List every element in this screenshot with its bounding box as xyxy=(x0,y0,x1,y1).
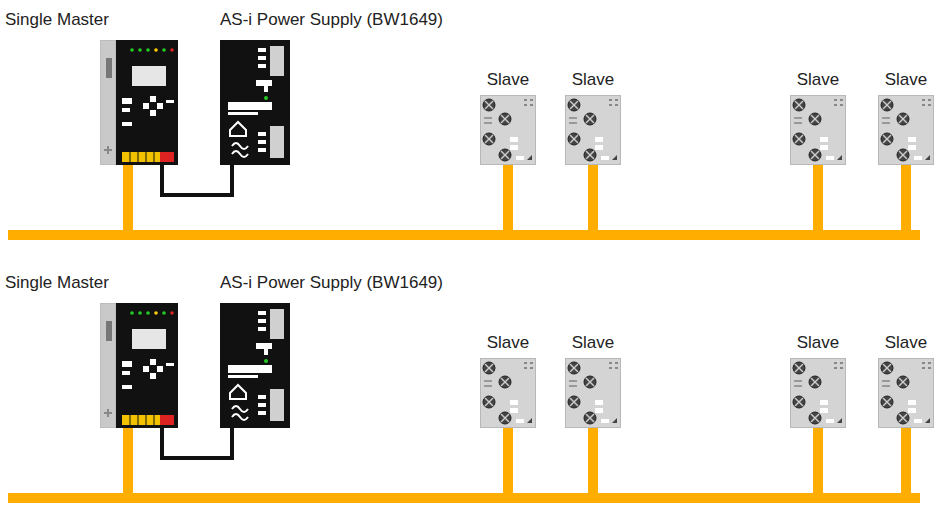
device-label: Slave xyxy=(878,70,934,90)
slave-module xyxy=(878,95,934,165)
slave-node: Slave xyxy=(480,333,536,428)
power-supply-device xyxy=(220,303,290,428)
slave-module xyxy=(790,358,846,428)
slave-module xyxy=(790,95,846,165)
device-label: Single Master xyxy=(5,10,178,30)
slave-node: Slave xyxy=(878,70,934,165)
device-holder xyxy=(878,95,934,165)
device-holder xyxy=(100,303,178,428)
device-label: Slave xyxy=(790,70,846,90)
master-device xyxy=(100,40,178,165)
power-wire xyxy=(162,165,232,195)
slave-node: Slave xyxy=(565,333,621,428)
bus-connector xyxy=(128,428,818,498)
slave-node: Slave xyxy=(565,70,621,165)
master-device xyxy=(100,303,178,428)
bus-connector xyxy=(128,165,818,235)
device-holder xyxy=(565,358,621,428)
bus-connector xyxy=(128,165,906,235)
bus-connector xyxy=(128,428,593,498)
device-holder xyxy=(220,40,443,165)
bus-connector xyxy=(128,428,906,498)
device-holder xyxy=(220,303,443,428)
device-holder xyxy=(480,95,536,165)
slave-module xyxy=(480,95,536,165)
device-label: Slave xyxy=(480,70,536,90)
power-supply-device xyxy=(220,40,290,165)
slave-node: Slave xyxy=(790,333,846,428)
bus-connector xyxy=(128,165,508,235)
power-supply-node: AS-i Power Supply (BW1649) xyxy=(220,10,443,165)
master-node: Single Master xyxy=(5,273,178,428)
slave-module xyxy=(565,358,621,428)
device-label: AS-i Power Supply (BW1649) xyxy=(220,273,443,293)
power-supply-node: AS-i Power Supply (BW1649) xyxy=(220,273,443,428)
master-node: Single Master xyxy=(5,10,178,165)
device-holder xyxy=(100,40,178,165)
slave-node: Slave xyxy=(878,333,934,428)
device-holder xyxy=(790,358,846,428)
device-label: Slave xyxy=(878,333,934,353)
device-label: Slave xyxy=(565,333,621,353)
slave-node: Slave xyxy=(480,70,536,165)
device-holder xyxy=(878,358,934,428)
power-wire xyxy=(162,428,232,458)
device-label: Slave xyxy=(790,333,846,353)
slave-module xyxy=(565,95,621,165)
device-holder xyxy=(480,358,536,428)
device-label: Single Master xyxy=(5,273,178,293)
slave-module xyxy=(878,358,934,428)
slave-module xyxy=(480,358,536,428)
slave-node: Slave xyxy=(790,70,846,165)
device-holder xyxy=(790,95,846,165)
device-label: Slave xyxy=(565,70,621,90)
device-label: AS-i Power Supply (BW1649) xyxy=(220,10,443,30)
device-holder xyxy=(565,95,621,165)
bus-connector xyxy=(128,165,593,235)
device-label: Slave xyxy=(480,333,536,353)
bus-connector xyxy=(128,428,508,498)
